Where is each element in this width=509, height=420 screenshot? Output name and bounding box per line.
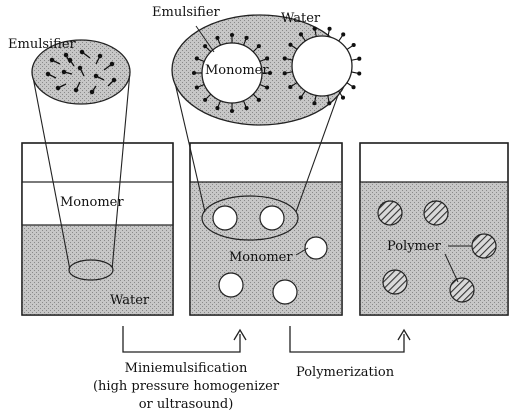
surfactant-head	[266, 57, 269, 60]
step-miniemulsification-detail-1: (high pressure homogenizer	[93, 380, 279, 393]
emulsifier-label-left: Emulsifier	[8, 38, 76, 51]
monomer-label-beaker1: Monomer	[60, 196, 124, 209]
monomer-label-top: Monomer	[205, 64, 269, 77]
surfactant-head	[313, 102, 316, 105]
emulsifier-source-ellipse	[69, 260, 113, 280]
surfactant-head	[313, 27, 316, 30]
surfactant-head	[245, 107, 248, 110]
monomer-droplet-large-2	[292, 36, 352, 96]
water-label-top: Water	[281, 12, 320, 25]
surfactant-head	[352, 44, 355, 47]
surfactant-head	[328, 27, 331, 30]
beaker-2	[190, 143, 342, 315]
surfactant-head	[352, 86, 355, 89]
surfactant-head	[283, 72, 286, 75]
beaker-3	[360, 143, 508, 315]
surfactant-head	[328, 102, 331, 105]
step-polymerization: Polymerization	[296, 366, 394, 379]
surfactant-head	[358, 72, 361, 75]
surfactant-head	[257, 45, 260, 48]
surfactant-head	[231, 110, 234, 113]
surfactant-head	[342, 33, 345, 36]
surfactant-head	[195, 86, 198, 89]
surfactant-head	[300, 33, 303, 36]
monomer-label-beaker2: Monomer	[229, 251, 293, 264]
surfactant-head	[289, 43, 292, 46]
polymer-label: Polymer	[387, 240, 441, 253]
surfactant-head	[289, 85, 292, 88]
surfactant-head	[193, 72, 196, 75]
surfactant-head	[216, 107, 219, 110]
surfactant-head	[204, 45, 207, 48]
surfactant-head	[283, 57, 286, 60]
surfactant-head	[216, 36, 219, 39]
surfactant-head	[266, 86, 269, 89]
surfactant-head	[231, 34, 234, 37]
surfactant-head	[358, 57, 361, 60]
surfactant-head	[245, 36, 248, 39]
surfactant-head	[257, 98, 260, 101]
surfactant-head	[204, 98, 207, 101]
surfactant-head	[195, 57, 198, 60]
step-miniemulsification: Miniemulsification	[125, 362, 248, 375]
water-label-beaker1: Water	[110, 294, 149, 307]
step-miniemulsification-detail-2: or ultrasound)	[139, 398, 234, 411]
beaker-1	[22, 143, 173, 315]
surfactant-head	[299, 96, 302, 99]
surfactant-head	[341, 96, 344, 99]
emulsifier-label-top: Emulsifier	[152, 6, 220, 19]
process-arrows	[123, 326, 410, 352]
